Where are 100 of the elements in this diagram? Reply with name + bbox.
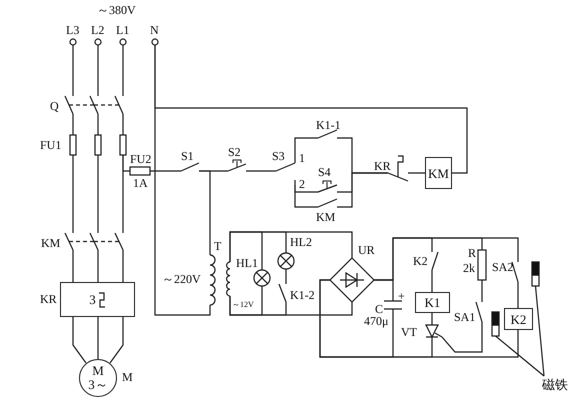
component-label: 3: [89, 293, 96, 306]
switch-symbol: [475, 302, 483, 322]
mechanical-link: [94, 104, 120, 106]
component-label: 1A: [133, 177, 148, 190]
magnet-label: 磁铁: [540, 376, 570, 392]
motor-circle: M 3～: [79, 359, 117, 397]
component-label: K1-2: [290, 289, 315, 302]
wire: [72, 45, 74, 96]
resistor-symbol: [477, 249, 487, 281]
component-label: K1-1: [316, 119, 341, 132]
magnet-icon: [491, 311, 500, 337]
wire: [97, 155, 99, 233]
component-label: 1: [299, 152, 305, 165]
bridge-rectifier-symbol: [329, 257, 375, 303]
component-label: T: [214, 240, 222, 253]
wire: [431, 270, 433, 292]
wire: [229, 231, 353, 262]
component-label: 470μ: [364, 315, 388, 328]
switch-symbol: [114, 96, 124, 114]
terminal-icon: [119, 38, 127, 46]
component-label: FU1: [40, 139, 62, 152]
component-label: S3: [272, 150, 285, 163]
magnet-icon: [531, 261, 540, 287]
wire: [517, 282, 519, 308]
wire: [150, 170, 181, 172]
fuse-symbol: [119, 134, 127, 156]
fuse-symbol: [129, 166, 151, 176]
wire: [199, 170, 211, 255]
wire: [72, 155, 74, 233]
component-label: L1: [116, 24, 130, 37]
component-label: R: [468, 247, 476, 260]
component-label: L3: [66, 24, 80, 37]
switch-symbol: [278, 284, 287, 302]
wire: [285, 269, 287, 284]
wire: [337, 172, 388, 208]
wire: [374, 237, 519, 281]
thermal-relay-box: [60, 282, 135, 317]
relay-coil-box: K1: [415, 292, 450, 313]
leader-line: [495, 336, 544, 376]
lamp-symbol: [253, 269, 271, 287]
component-label: 2: [299, 178, 305, 191]
component-label: SA1: [454, 311, 476, 324]
component-label: +: [398, 290, 405, 303]
component-label: UR: [358, 244, 375, 257]
component-label: HL1: [236, 257, 258, 270]
switch-symbol: [89, 232, 99, 250]
terminal-icon: [151, 38, 159, 46]
thyristor-symbol: [425, 319, 443, 343]
component-label: FU2: [130, 153, 152, 166]
switch-symbol: [64, 96, 74, 114]
wire: [72, 250, 74, 282]
lamp-symbol: [277, 252, 295, 270]
component-label: VT: [401, 326, 417, 339]
switch-symbol: [318, 129, 338, 139]
wire: [72, 114, 74, 135]
component-label: S2: [228, 146, 241, 159]
switch-symbol: [318, 180, 338, 193]
wire: [97, 114, 99, 135]
transformer-coil: [226, 261, 231, 297]
leader-line: [534, 286, 545, 376]
component-label: K2: [413, 255, 428, 268]
component-label: L2: [91, 24, 104, 37]
wire: [481, 280, 483, 302]
voltage-label: ～380V: [97, 4, 136, 17]
relay-coil-box: KM: [425, 157, 452, 189]
component-label: M: [122, 371, 133, 384]
mechanical-link: [69, 104, 95, 106]
switch-symbol: [64, 232, 74, 250]
wire: [442, 322, 483, 353]
switch-symbol: [180, 162, 200, 172]
wire: [246, 170, 276, 172]
switch-symbol: [89, 96, 99, 114]
wire: [122, 250, 124, 282]
switch-symbol: [511, 262, 519, 282]
mechanical-link: [94, 240, 120, 242]
wire: [122, 114, 124, 135]
wire: [154, 45, 211, 316]
component-label: HL2: [290, 236, 312, 249]
fuse-symbol: [94, 134, 102, 156]
component-label: 2k: [463, 262, 475, 275]
component-label: C: [375, 303, 384, 316]
switch-symbol: [228, 160, 246, 172]
wire: [294, 185, 318, 208]
component-label: KM: [316, 211, 336, 224]
terminal-icon: [94, 38, 102, 46]
fuse-symbol: [69, 134, 77, 156]
switch-symbol: [431, 252, 439, 270]
wire: [97, 45, 99, 96]
relay-coil-box: K2: [504, 308, 533, 330]
switch-symbol: [318, 198, 338, 208]
wire: [97, 317, 99, 359]
capacitor-symbol: [383, 300, 403, 310]
transformer-coil: [209, 254, 216, 306]
component-label: KM: [41, 237, 60, 250]
terminal-icon: [69, 38, 77, 46]
wire: [229, 296, 353, 316]
component-label: KR: [374, 160, 391, 173]
wire: [408, 172, 425, 174]
wire: [72, 317, 86, 364]
component-label: Q: [50, 100, 59, 113]
